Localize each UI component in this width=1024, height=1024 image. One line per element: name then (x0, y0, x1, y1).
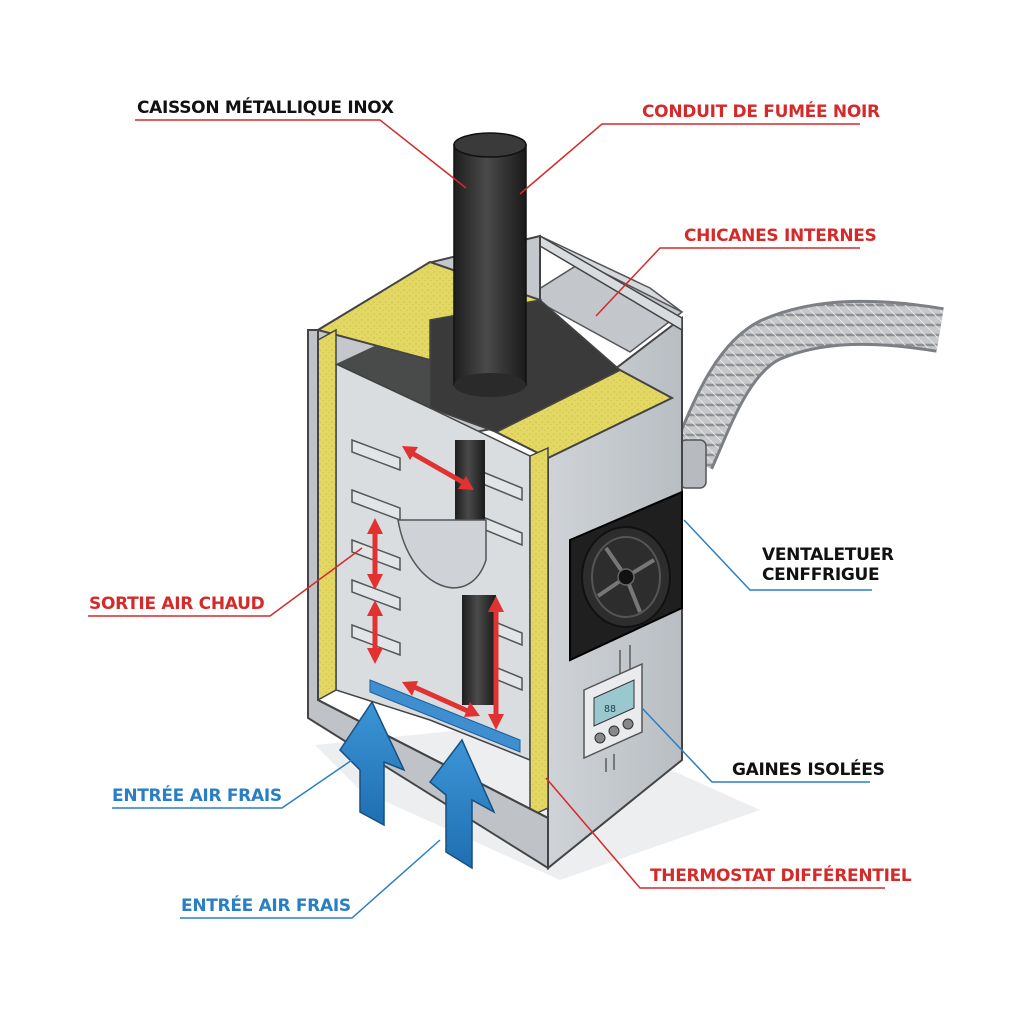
entree-label-1: ENTRÉE AIR FRAIS (112, 786, 282, 806)
hot-air-arrows (367, 446, 504, 730)
conduit-label: CONDUIT DE FUMÉE NOIR (642, 102, 880, 122)
up-arrow-icon (339, 700, 496, 870)
caisson-label: CAISSON MÉTALLIQUE INOX (137, 98, 394, 118)
thermostat-label: THERMOSTAT DIFFÉRENTIEL (650, 866, 912, 886)
leader-lines (88, 119, 885, 919)
sortie-label: SORTIE AIR CHAUD (89, 594, 265, 614)
flex-duct-icon (670, 299, 944, 489)
fan-icon (569, 490, 683, 662)
gaines-label: GAINES ISOLÉES (732, 760, 885, 780)
flue-pipe (453, 132, 527, 397)
thermostat-reading: 88 (604, 704, 616, 715)
thermostat-icon: 88 (583, 645, 643, 772)
ventilateur-label: VENTALETUER CENFFRIGUE (762, 545, 894, 585)
chicanes-label: CHICANES INTERNES (684, 226, 877, 246)
entree-label-2: ENTRÉE AIR FRAIS (181, 896, 351, 916)
internal-flue (397, 440, 496, 705)
